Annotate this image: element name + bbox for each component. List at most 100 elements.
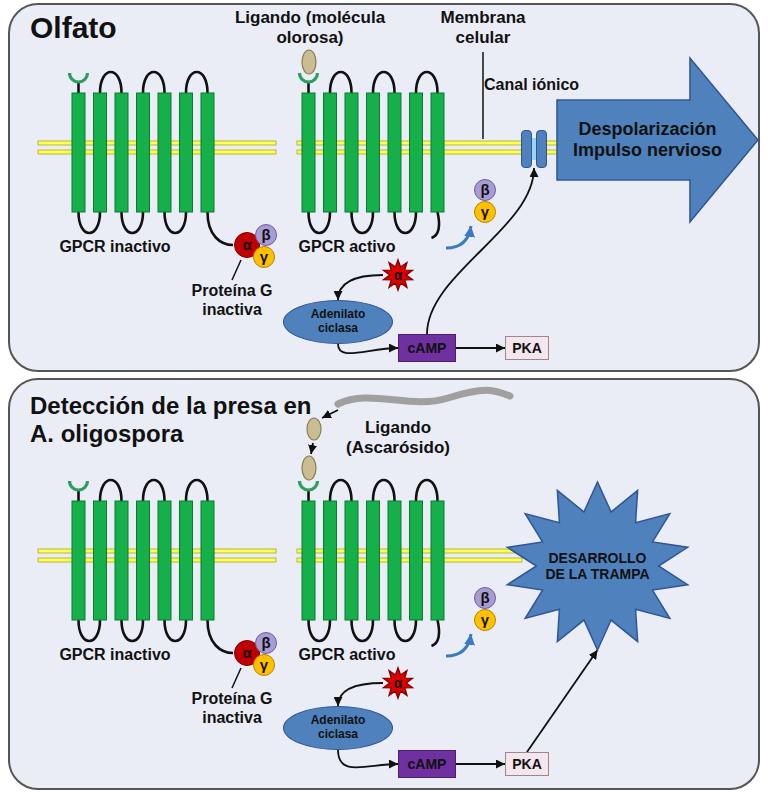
subunit-symbol: β — [261, 634, 270, 651]
channel-pore — [532, 138, 536, 160]
receptor-loop — [100, 72, 122, 93]
transmembrane-helix — [180, 501, 193, 620]
subunit-symbol: γ — [260, 656, 268, 673]
kinase-name: PKA — [512, 756, 542, 772]
transmembrane-helix — [388, 501, 401, 620]
n-terminus — [77, 82, 80, 93]
transmembrane-helix — [72, 501, 85, 620]
receptor-loop — [352, 620, 374, 641]
transmembrane-helix — [302, 93, 315, 212]
transmembrane-helix — [367, 93, 380, 212]
receptor-loop — [309, 212, 331, 233]
subunit-symbol: γ — [260, 248, 268, 265]
receptor-loop — [122, 212, 144, 233]
transmembrane-helix — [431, 501, 444, 620]
messenger-box: cAMP — [398, 334, 456, 362]
gpcr-receptors — [70, 72, 445, 653]
transmembrane-helix — [324, 93, 337, 212]
receptor-loop — [143, 480, 165, 501]
transmembrane-helix — [180, 93, 193, 212]
g-beta-subunit: β — [255, 632, 277, 654]
ligand-arrow — [322, 410, 338, 418]
signal-arrow — [456, 763, 505, 765]
transmembrane-helix — [367, 501, 380, 620]
active-g-alpha — [384, 260, 413, 290]
binding-site — [300, 481, 318, 490]
n-terminus — [307, 490, 310, 501]
receptor-loop — [165, 212, 187, 233]
receptor-loop — [395, 212, 417, 233]
signal-arrow — [338, 344, 398, 353]
subunit-symbol: γ — [481, 203, 489, 220]
channel-label: Canal iónico — [484, 76, 579, 94]
transmembrane-helix — [72, 93, 85, 212]
transmembrane-helix — [94, 501, 107, 620]
active-g-alpha: α — [383, 260, 413, 290]
transmembrane-helix — [137, 501, 150, 620]
n-terminus — [307, 82, 310, 93]
ligand — [307, 418, 321, 440]
transmembrane-helix — [431, 93, 444, 212]
c-terminus — [432, 212, 440, 238]
messenger-box: cAMP — [398, 750, 456, 778]
panel-fill — [9, 379, 759, 789]
transmembrane-helix — [158, 93, 171, 212]
receptor-loop — [122, 620, 144, 641]
g-gamma-subunit: γ — [474, 609, 496, 631]
kinase-box: PKA — [505, 336, 549, 360]
active-g-alpha: α — [383, 668, 413, 698]
ligand-label: Ligando (molécula olorosa) — [225, 8, 395, 48]
panel-fill — [9, 4, 759, 371]
subunit-symbol: γ — [481, 611, 489, 628]
g-protein-label: Proteína G inactiva — [172, 690, 292, 728]
subunit-symbol: β — [480, 589, 489, 606]
transmembrane-helix — [201, 93, 214, 212]
subunit-symbol: β — [480, 181, 489, 198]
ligand — [302, 456, 316, 480]
kinase-name: PKA — [512, 340, 542, 356]
messenger-name: cAMP — [408, 340, 447, 356]
subunit-symbol: β — [261, 226, 270, 243]
panel: OlfatoαβγαβγAdenilato ciclasacAMPPKACana… — [8, 3, 760, 372]
outcome-arrow — [557, 58, 758, 222]
outcome-arrow: Despolarización Impulso nervioso — [557, 58, 760, 222]
receptor-loop — [416, 72, 438, 93]
dissociation-arrow — [446, 634, 471, 656]
outcome-starburst: DESARROLLO DE LA TRAMPA — [505, 482, 690, 650]
subunit-symbol: α — [242, 236, 251, 253]
receptor-loop — [100, 480, 122, 501]
enzyme-ellipse: Adenilato ciclasa — [283, 706, 393, 750]
g-beta-subunit: β — [474, 587, 496, 609]
binding-site — [300, 73, 318, 82]
ligand — [302, 50, 316, 74]
subunit-symbol: α — [394, 267, 403, 283]
receptor-loop — [186, 72, 208, 93]
receptor-loop — [352, 212, 374, 233]
transmembrane-helix — [115, 501, 128, 620]
g-gamma-subunit: γ — [253, 246, 275, 268]
outcome-text: Despolarización Impulso nervioso — [562, 119, 734, 160]
transmembrane-helix — [345, 501, 358, 620]
signal-arrow — [456, 347, 505, 349]
g-beta-subunit: β — [474, 179, 496, 201]
receptor-loop — [186, 480, 208, 501]
receptor-loop — [395, 620, 417, 641]
outcome-starburst — [507, 482, 687, 650]
n-terminus — [77, 490, 80, 501]
receptor-label: GPCR activo — [292, 238, 402, 257]
kinase-box: PKA — [505, 752, 549, 776]
transmembrane-helix — [201, 501, 214, 620]
receptor-loop — [373, 480, 395, 501]
transmembrane-helix — [410, 501, 423, 620]
g-gamma-subunit: γ — [474, 201, 496, 223]
ligand-label: Ligando (Ascarósido) — [336, 418, 460, 458]
g-beta-subunit: β — [255, 224, 277, 246]
receptor-loop — [330, 480, 352, 501]
receptor-loop — [79, 212, 101, 233]
receptor-label: GPCR inactivo — [50, 238, 180, 257]
receptor-loop — [165, 620, 187, 641]
panel-heading: Olfato — [30, 11, 117, 46]
enzyme-ellipse: Adenilato ciclasa — [283, 300, 393, 344]
dissociation-arrow — [446, 226, 471, 248]
